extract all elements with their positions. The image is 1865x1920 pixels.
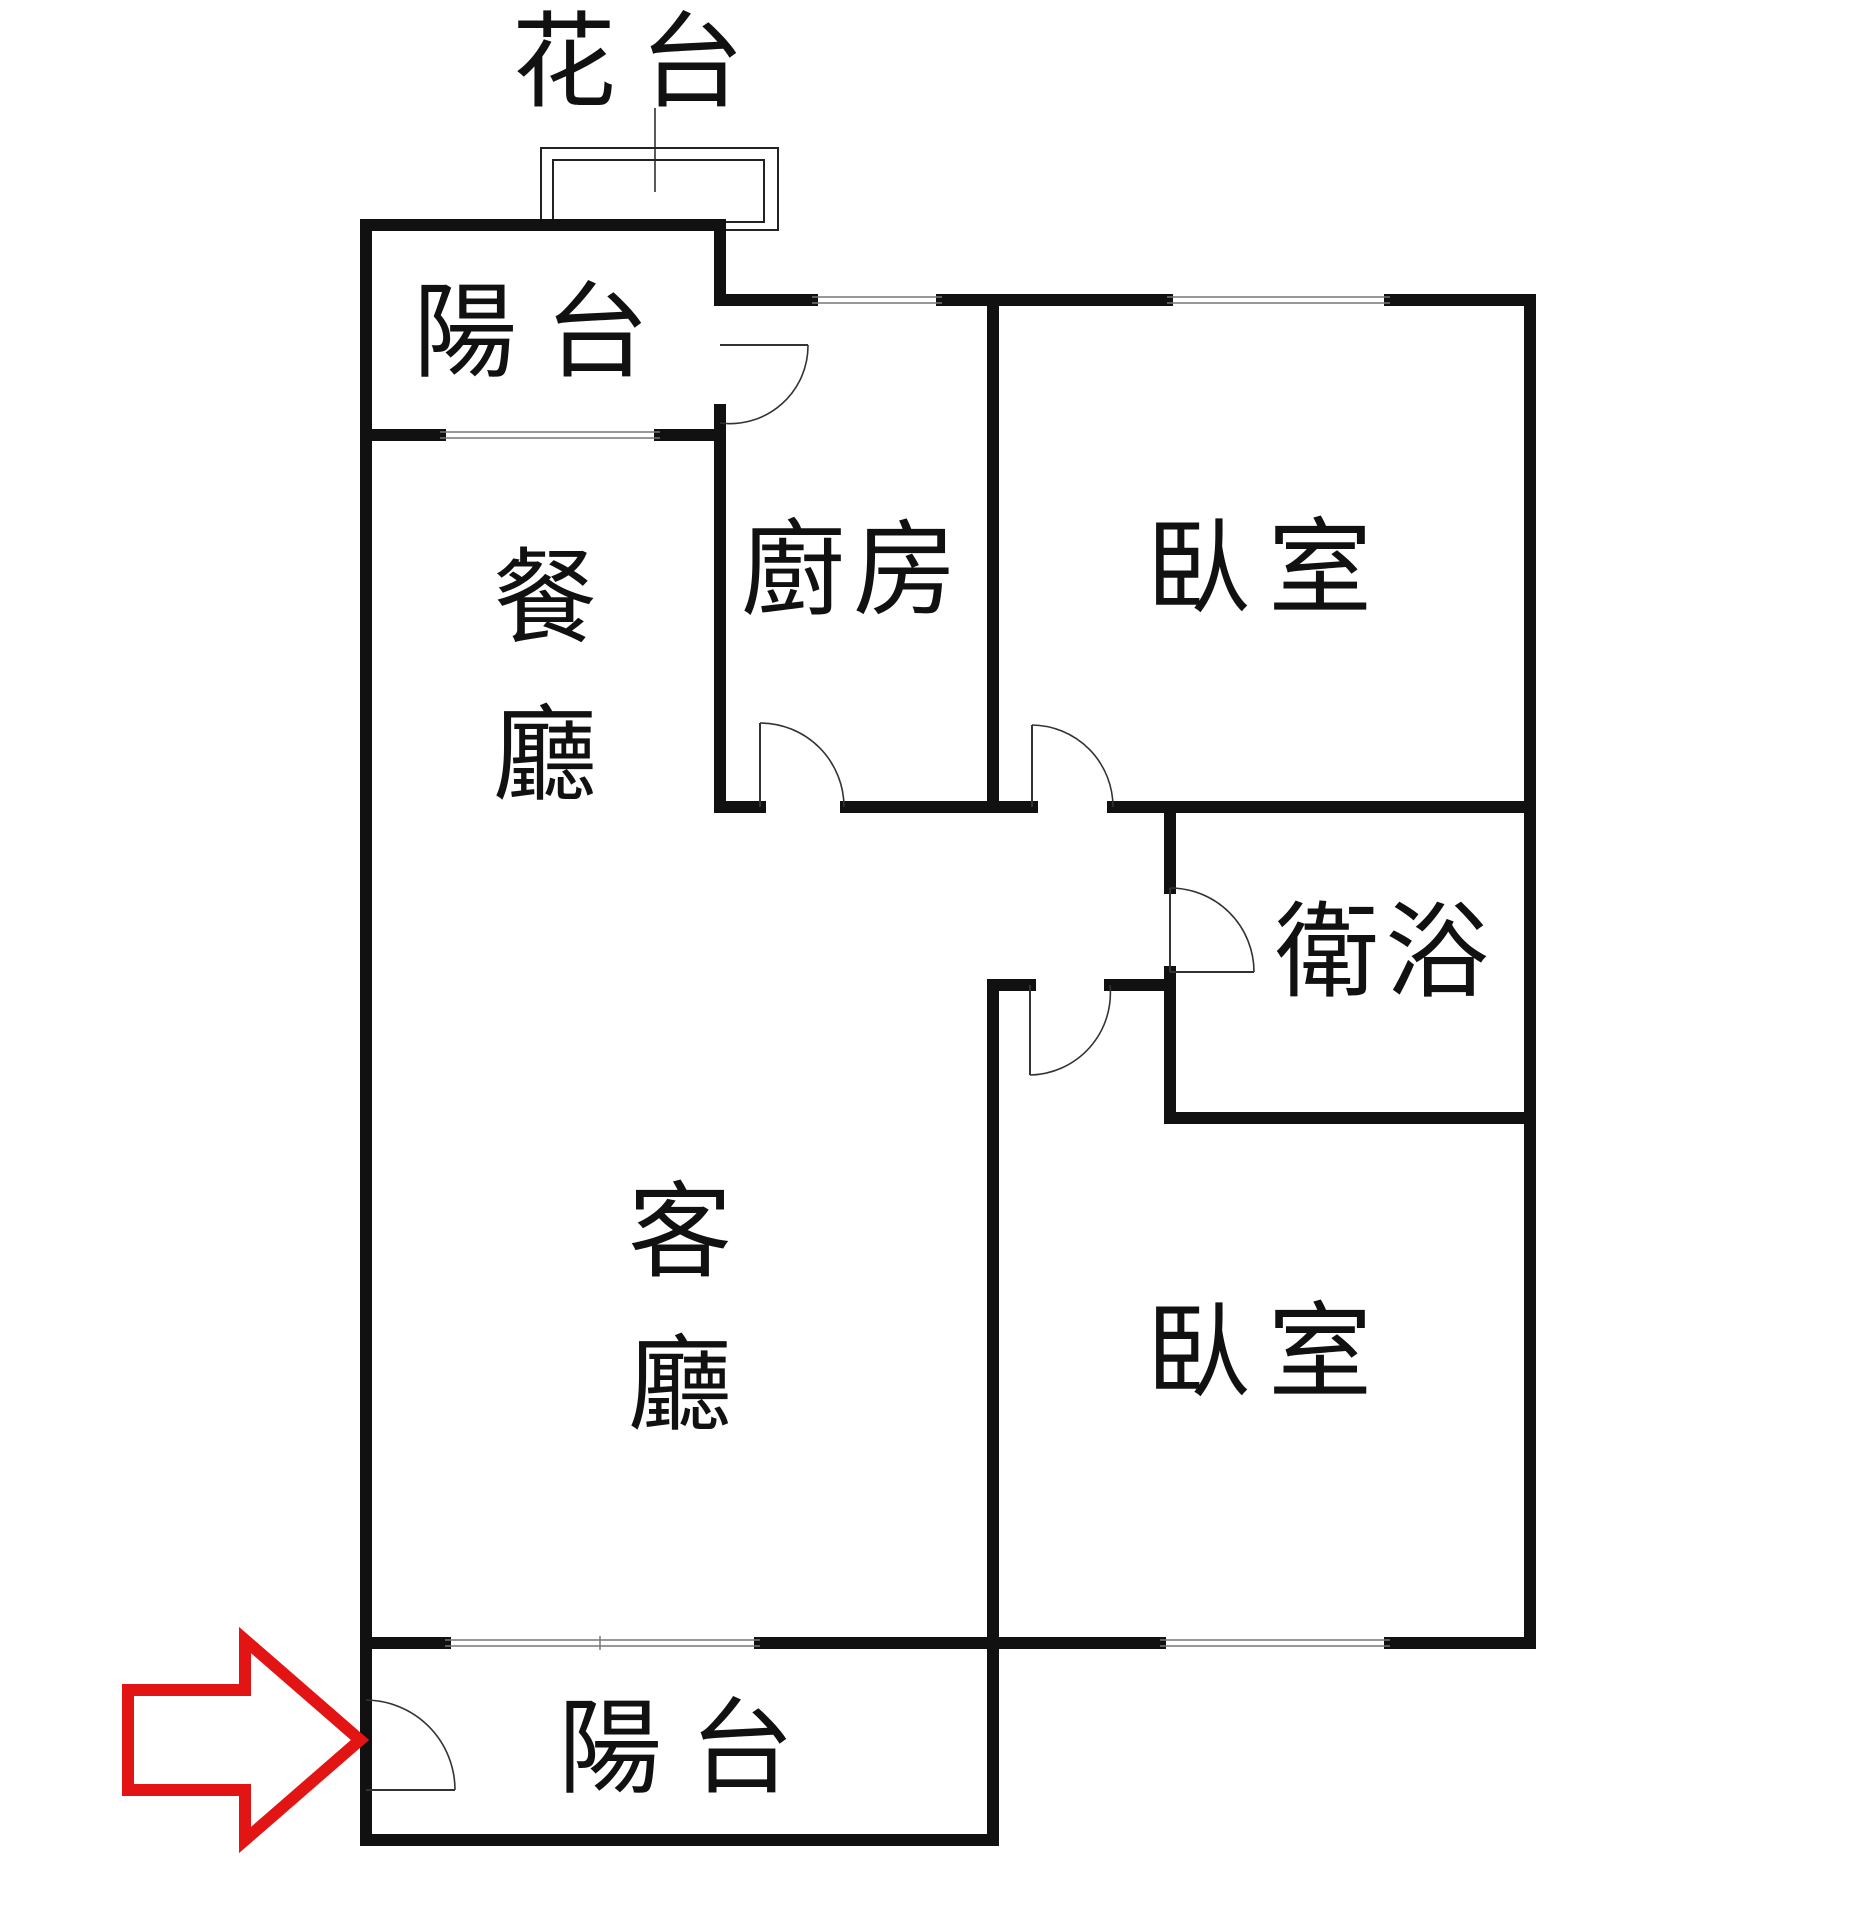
dining-label-1: 餐 (493, 537, 597, 659)
doors (365, 344, 1255, 1791)
dining-label-2: 廳 (493, 694, 597, 816)
walls (360, 219, 1536, 1846)
window-kitchen-top (812, 296, 942, 304)
door-bedroom-top (1031, 724, 1114, 808)
planter-inner (552, 159, 765, 223)
door-entrance (365, 1699, 456, 1791)
windows (440, 296, 1390, 1650)
living-label-2: 廳 (628, 1324, 732, 1446)
room-labels: 花台 陽台 廚房 餐 廳 臥室 衛浴 客 廳 臥室 陽台 (413, 1, 1495, 1809)
bedroom-bottom-label: 臥室 (1146, 1291, 1390, 1413)
window-living-balcony (445, 1636, 760, 1650)
door-bathroom (1169, 887, 1255, 973)
door-kitchen (759, 722, 845, 808)
kitchen-label: 廚房 (741, 509, 965, 631)
living-label-1: 客 (628, 1171, 732, 1293)
balcony-bottom-label: 陽台 (558, 1687, 822, 1809)
window-bedroom-bottom (1160, 1639, 1390, 1647)
right-arrow-icon (122, 1626, 370, 1854)
planter-label: 花台 (512, 1, 768, 123)
window-dining-balcony (440, 431, 660, 439)
bedroom-top-label: 臥室 (1146, 507, 1390, 629)
balcony-top-label: 陽台 (413, 271, 677, 393)
window-bedroom-top (1167, 296, 1390, 304)
wall-left-outer (360, 219, 726, 1846)
planter (540, 108, 779, 231)
door-top-balcony-kitchen (719, 344, 809, 425)
door-bedroom-bottom (1029, 984, 1112, 1076)
bathroom-label: 衛浴 (1275, 891, 1495, 1013)
